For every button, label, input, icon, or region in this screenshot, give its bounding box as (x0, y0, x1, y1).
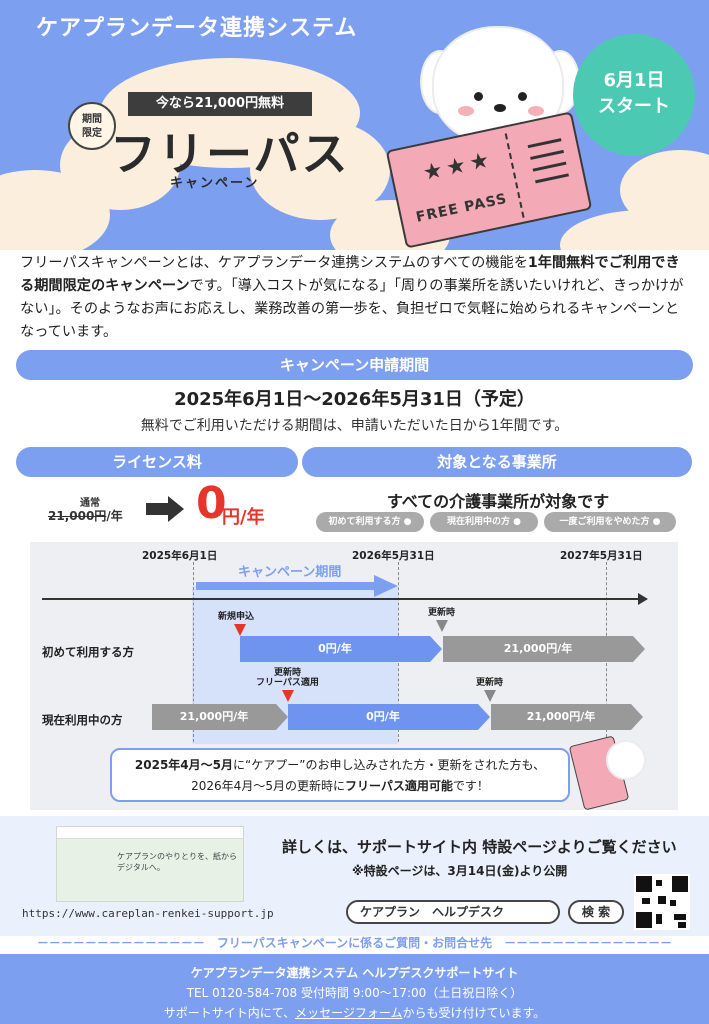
start-line2: スタート (598, 96, 670, 117)
renewal-marker (436, 620, 448, 632)
message-form-link[interactable]: メッセージフォーム (295, 1006, 403, 1020)
qr-code-icon[interactable] (634, 874, 690, 930)
normal-price-unit: /年 (106, 509, 123, 523)
segment-arrow-tip (478, 704, 490, 730)
ticket-lines (527, 138, 571, 192)
row-label-first-time: 初めて利用する方 (42, 645, 134, 659)
normal-label: 通常 (80, 498, 100, 509)
period-note: 無料でご利用いただける期間は、申請いただいた日から1年間です。 (140, 418, 569, 434)
ticket-text: FREE PASS (414, 190, 509, 226)
thumb-text: ケアプランのやりとりを、紙からデジタルへ。 (117, 852, 237, 872)
support-title: 詳しくは、サポートサイト内 特設ページよりご覧ください (282, 838, 677, 856)
support-site-thumbnail[interactable]: ケアプランのやりとりを、紙からデジタルへ。 (56, 826, 244, 902)
intro-text-1: フリーパスキャンペーンとは、ケアプランデータ連携システムのすべての機能を (20, 255, 528, 271)
target-heading: 対象となる事業所 (302, 447, 692, 477)
row1-free-segment: 0円/年 (240, 636, 430, 662)
support-subtitle: ※特設ページは、3月14日(金)より公開 (352, 864, 568, 878)
row2-paid-segment: 21,000円/年 (152, 704, 276, 730)
timeline-date: 2026年5月31日 (352, 550, 435, 562)
start-line1: 6月1日 (603, 70, 665, 91)
campaign-period-label: キャンペーン期間 (238, 565, 342, 580)
renewal-fp-line1: 更新時 (273, 668, 301, 678)
campaign-arrow-head (374, 575, 398, 597)
renewal-label: 更新時 (428, 608, 456, 618)
segment-arrow-tip (276, 704, 288, 730)
timeline-divider (193, 562, 194, 742)
license-heading: ライセンス料 (16, 447, 298, 477)
support-url[interactable]: https://www.careplan-renkei-support.jp (22, 907, 274, 920)
contact-line3-post: からも受け付けています。 (402, 1006, 546, 1020)
zero-price: 0 (196, 478, 227, 529)
hero-title: ケアプランデータ連携システム (36, 16, 358, 41)
intro-text-2: です。「導入コストが気になる」「周りの事業所を誘いたいけれど、きっかけがない」。… (20, 278, 684, 340)
contact-line-1: ケアプランデータ連携システム ヘルプデスクサポートサイト (190, 966, 519, 980)
target-pill: 初めて利用する方 ● (316, 512, 424, 532)
target-pill: 現在利用中の方 ● (430, 512, 538, 532)
target-pill-label: 一度ご利用をやめた方 (559, 517, 650, 527)
dog-cheek (528, 106, 544, 116)
freepass-subtitle: キャンペーン (170, 176, 260, 191)
ticket-stars: ★★★ (420, 147, 496, 187)
renewal-freepass-marker (282, 690, 294, 702)
start-date-badge: 6月1日 スタート (573, 34, 695, 156)
notice-text-2: 2026年4月～5月の更新時に (191, 779, 345, 793)
notice-callout: 2025年4月～5月に“ケアプー”のお申し込みされた方・更新をされた方も、 20… (110, 748, 570, 802)
target-pill-label: 初めて利用する方 (328, 517, 401, 527)
intro-bold: 1年間無料でご利用できる期間限定のキャンペーン (20, 255, 680, 294)
target-title: すべての介護事業所が対象です (386, 492, 610, 511)
dog-eye (518, 92, 527, 101)
footer-contact: ケアプランデータ連携システム ヘルプデスクサポートサイト TEL 0120-58… (0, 954, 709, 1024)
renewal-freepass-label: 更新時 フリーパス適用 (256, 668, 319, 688)
target-pill: 一度ご利用をやめた方 ● (544, 512, 676, 532)
dog-cheek (458, 106, 474, 116)
renewal-fp-line2: フリーパス適用 (256, 678, 319, 688)
period-dates: 2025年6月1日～2026年5月31日（予定） (174, 389, 535, 410)
renewal-marker (484, 690, 496, 702)
thumb-nav (57, 827, 243, 839)
target-pill-label: 現在利用中の方 (446, 517, 510, 527)
timeline-date: 2025年6月1日 (142, 550, 218, 562)
row-label-current: 現在利用中の方 (42, 713, 123, 727)
normal-price: 21,000円/年 (48, 507, 123, 524)
period-heading: キャンペーン申請期間 (16, 350, 693, 380)
arrow-right-icon (146, 496, 184, 522)
row2-paid-segment: 21,000円/年 (491, 704, 631, 730)
hero-banner: ケアプランデータ連携システム 今なら21,000円無料 期間 限定 フリーパス … (0, 0, 709, 250)
contact-line-3: サポートサイト内にて、メッセージフォームからも受け付けています。 (0, 1001, 709, 1021)
limited-line2: 限定 (82, 128, 102, 139)
timeline-axis-arrow (638, 593, 648, 605)
segment-arrow-tip (631, 704, 643, 730)
cloud-decoration (560, 210, 709, 250)
dog-nose (494, 104, 506, 112)
row1-paid-segment: 21,000円/年 (443, 636, 633, 662)
notice-bold-1: 2025年4月～5月 (134, 758, 234, 772)
campaign-arrow (196, 582, 376, 590)
zero-price-unit: 円/年 (222, 507, 265, 528)
contact-phone: TEL 0120-584-708 受付時間 9:00～17:00（土日祝日除く） (186, 986, 523, 1000)
search-button[interactable]: 検 索 (568, 900, 624, 924)
timeline-axis (42, 598, 642, 600)
renewal-label: 更新時 (476, 678, 504, 688)
search-input[interactable]: ケアプラン ヘルプデスク (346, 900, 560, 924)
free-badge: 今なら21,000円無料 (128, 92, 312, 116)
contact-line3-pre: サポートサイト内にて、 (163, 1006, 296, 1020)
notice-bold-2: フリーパス適用可能 (344, 779, 453, 793)
notice-text-3: です！ (452, 779, 489, 793)
segment-arrow-tip (430, 636, 442, 662)
new-apply-marker (234, 624, 246, 636)
intro-paragraph: フリーパスキャンペーンとは、ケアプランデータ連携システムのすべての機能を1年間無… (20, 252, 692, 344)
new-apply-label: 新規申込 (218, 612, 255, 622)
limited-time-badge: 期間 限定 (68, 102, 116, 150)
row2-free-segment: 0円/年 (288, 704, 478, 730)
free-pass-ticket-icon: ★★★ FREE PASS (385, 111, 593, 249)
small-dog-icon (606, 740, 646, 780)
timeline-date: 2027年5月31日 (560, 550, 643, 562)
notice-text-1: に“ケアプー”のお申し込みされた方・更新をされた方も、 (233, 758, 546, 772)
dog-eye (474, 92, 483, 101)
limited-line1: 期間 (82, 114, 102, 125)
freepass-title: フリーパス (110, 127, 350, 181)
normal-price-value: 21,000円 (48, 509, 107, 523)
contact-heading: －－－－－－－－－－－－－－ フリーパスキャンペーンに係るご質問・お問合せ先 －… (36, 936, 673, 950)
segment-arrow-tip (633, 636, 645, 662)
